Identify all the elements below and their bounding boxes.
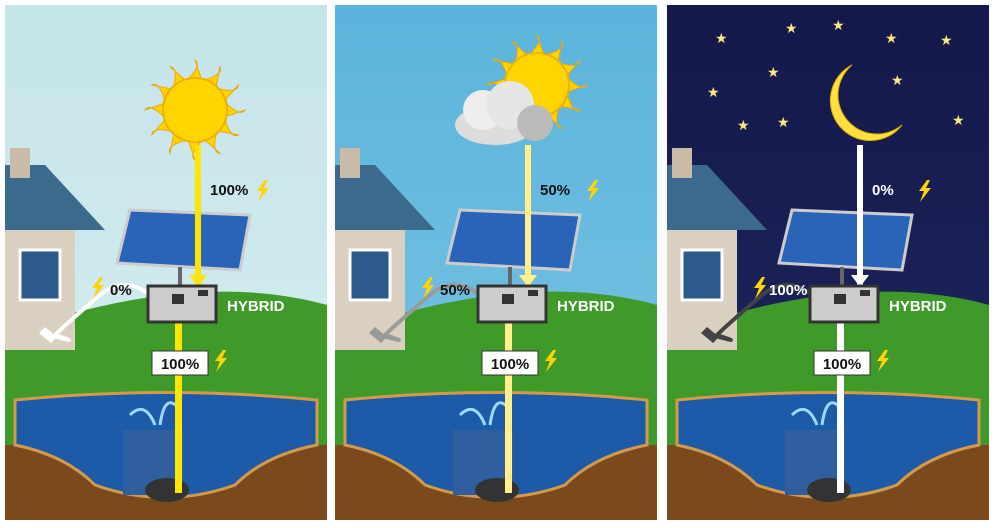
star-icon: ★ <box>832 17 845 33</box>
grid-percentage: 50% <box>440 282 470 299</box>
star-icon: ★ <box>767 64 780 80</box>
lightning-icon <box>257 180 269 202</box>
output-percentage: 100% <box>823 356 861 373</box>
star-icon: ★ <box>715 30 728 46</box>
grid-cable <box>379 283 482 342</box>
plug-icon <box>39 327 57 343</box>
star-icon: ★ <box>952 112 965 128</box>
energy-beam-solar <box>195 145 201 285</box>
star-icon: ★ <box>707 84 720 100</box>
house-window <box>680 248 724 302</box>
solar-percentage: 100% <box>210 182 248 199</box>
star-icon: ★ <box>940 32 953 48</box>
energy-beam-output <box>837 323 844 493</box>
chimney <box>672 148 692 178</box>
chimney <box>340 148 360 178</box>
hybrid-controller <box>808 284 880 324</box>
lightning-icon <box>877 350 889 372</box>
star-icon: ★ <box>777 114 790 130</box>
star-icon: ★ <box>785 20 798 36</box>
pump <box>145 478 189 502</box>
cloud-icon <box>455 81 553 145</box>
house-roof <box>335 165 435 230</box>
grid-percentage: 0% <box>110 282 132 299</box>
moon-icon <box>829 64 903 142</box>
energy-beam-output <box>505 323 512 493</box>
output-label-box <box>813 350 871 376</box>
lightning-icon <box>587 180 599 202</box>
energy-beam-solar <box>525 145 531 285</box>
energy-beam-solar <box>857 145 863 285</box>
solar-panel <box>777 208 914 272</box>
lightning-icon <box>92 277 104 299</box>
house-window <box>348 248 392 302</box>
house-window <box>18 248 62 302</box>
panel-cloudy: 50% 50% HYBRID 100% <box>335 5 657 520</box>
plug-icon <box>701 327 719 343</box>
solar-percentage: 50% <box>540 182 570 199</box>
output-percentage: 100% <box>161 356 199 373</box>
hybrid-controller <box>476 284 548 324</box>
output-label-box <box>481 350 539 376</box>
grid-percentage: 100% <box>769 282 807 299</box>
panel-sunny: 100% 0% HYBRID 100% <box>5 5 327 520</box>
chimney <box>10 148 30 178</box>
hybrid-label: HYBRID <box>557 298 615 315</box>
solar-panel <box>115 208 252 272</box>
solar-percentage: 0% <box>872 182 894 199</box>
output-label-box <box>151 350 209 376</box>
hybrid-label: HYBRID <box>889 298 947 315</box>
star-icon: ★ <box>737 117 750 133</box>
sun-icon <box>143 58 247 162</box>
pump <box>475 478 519 502</box>
star-icon: ★ <box>885 30 898 46</box>
house-roof <box>667 165 767 230</box>
lightning-icon <box>422 277 434 299</box>
lightning-icon <box>215 350 227 372</box>
pump <box>807 478 851 502</box>
output-percentage: 100% <box>491 356 529 373</box>
grid-cable <box>49 283 152 342</box>
lightning-icon <box>754 277 766 299</box>
energy-beam-output <box>175 323 182 493</box>
panel-night: ★ ★ ★ ★ ★ ★ ★ ★ ★ ★ ★ 0% 100% HYBRID 100% <box>667 5 989 520</box>
house-roof <box>5 165 105 230</box>
solar-panel <box>445 208 582 272</box>
lightning-icon <box>545 350 557 372</box>
star-icon: ★ <box>891 72 904 88</box>
grid-cable <box>711 283 814 342</box>
plug-icon <box>369 327 387 343</box>
lightning-icon <box>919 180 931 202</box>
hybrid-label: HYBRID <box>227 298 285 315</box>
hybrid-controller <box>146 284 218 324</box>
